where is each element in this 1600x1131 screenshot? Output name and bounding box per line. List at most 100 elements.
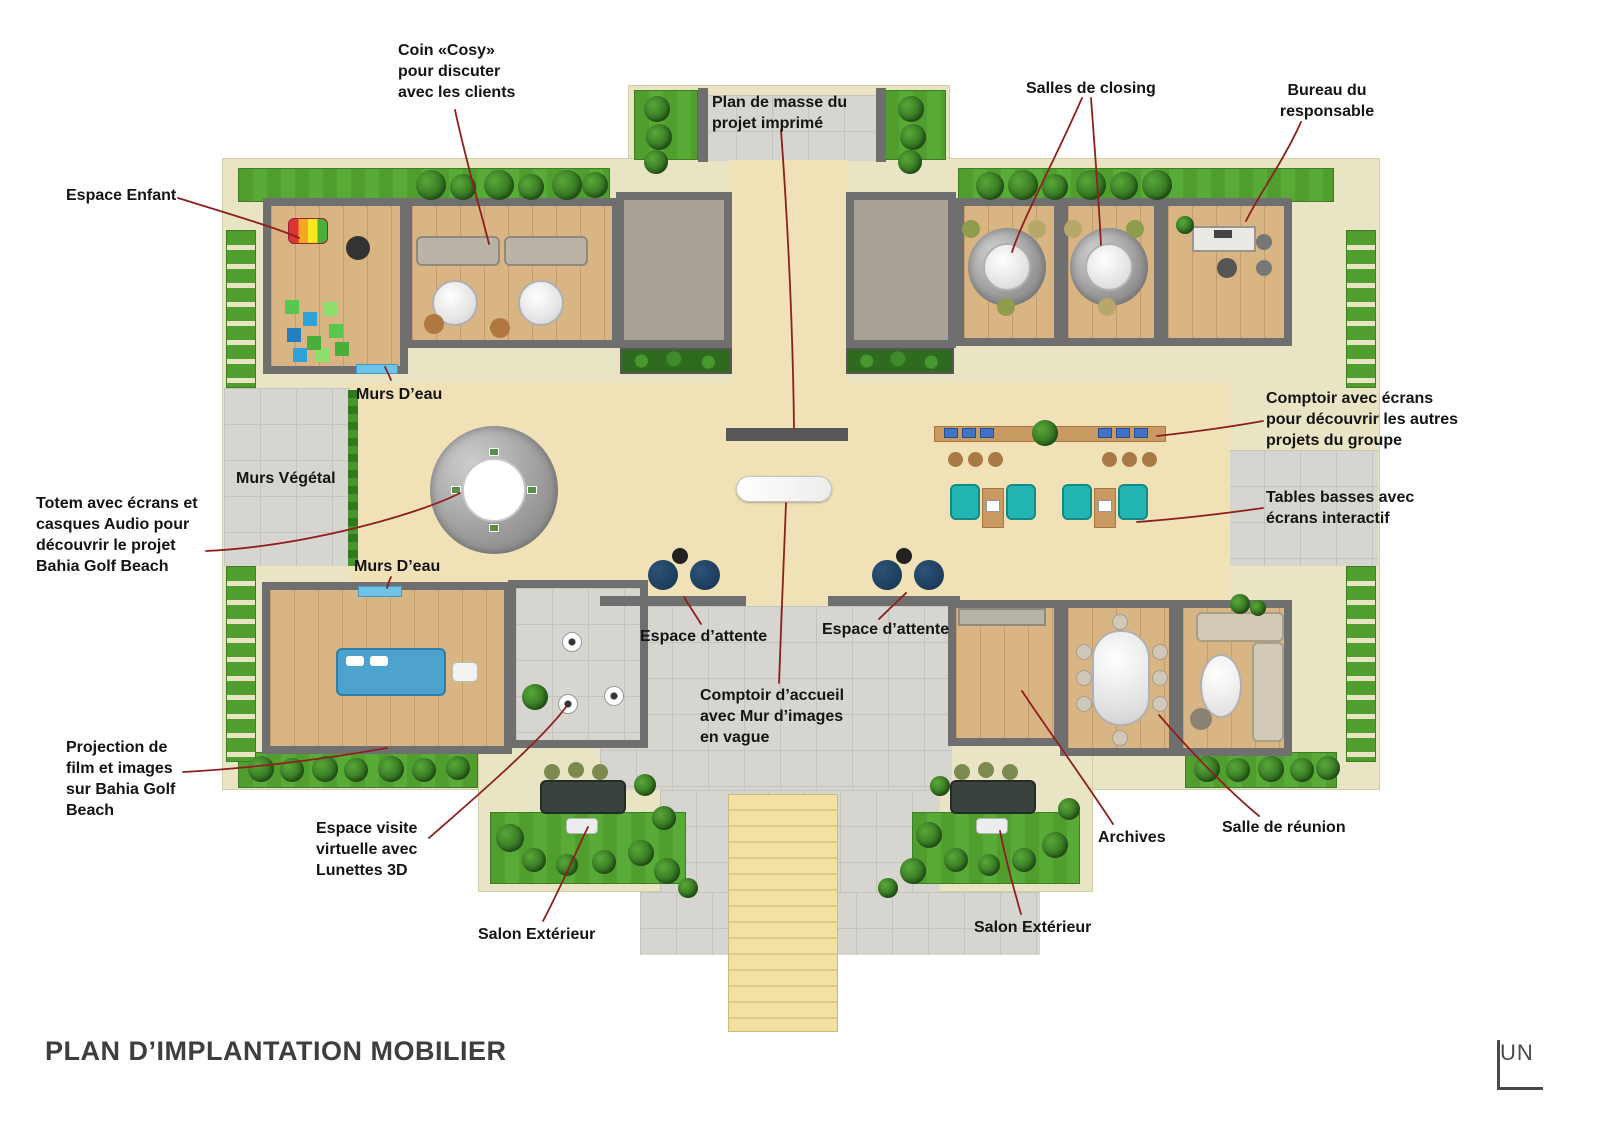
archive-cabinet	[958, 608, 1046, 626]
meeting-chair	[1112, 614, 1128, 630]
pouf	[424, 314, 444, 334]
outdoor-sofa	[540, 780, 626, 814]
stool	[1122, 452, 1137, 467]
sofa	[504, 236, 588, 266]
bush-icon	[652, 806, 676, 830]
label-murs-vegetal: Murs Végétal	[236, 470, 336, 487]
label-bureau-responsable: Bureau du responsable	[1279, 82, 1375, 121]
side-table	[672, 548, 688, 564]
interactive-screen-icon	[986, 500, 1000, 512]
tree-icon	[644, 150, 668, 174]
screen-icon	[1134, 428, 1148, 438]
label-attente-gauche: Espace d’attente	[640, 628, 768, 645]
plant-icon	[522, 684, 548, 710]
bush-icon	[1110, 172, 1138, 200]
bush-icon	[1076, 170, 1106, 200]
pouf	[490, 318, 510, 338]
meeting-chair	[1076, 696, 1092, 712]
bush-icon	[518, 174, 544, 200]
meeting-chair	[1112, 730, 1128, 746]
espace-visite-room	[508, 580, 648, 748]
cushion	[370, 656, 388, 666]
lounge-chair	[648, 560, 678, 590]
meeting-chair	[1152, 644, 1168, 660]
lounge-chair	[872, 560, 902, 590]
stool	[1102, 452, 1117, 467]
label-tables-basses: Tables basses avec écrans interactif	[1266, 489, 1415, 528]
bush-icon	[344, 758, 368, 782]
bush-icon	[634, 774, 656, 796]
bush-icon	[878, 878, 898, 898]
outdoor-sofa	[950, 780, 1036, 814]
round-table	[518, 280, 564, 326]
hedge-right-lower	[1346, 566, 1376, 762]
label-projection: Projection de film et images sur Bahia G…	[66, 739, 176, 820]
screen-icon	[1116, 428, 1130, 438]
teal-armchair	[1062, 484, 1092, 520]
closing-table	[1085, 243, 1133, 291]
totem-screen-icon	[527, 486, 537, 494]
pouf	[544, 764, 560, 780]
oval-table	[1200, 654, 1242, 718]
screen-icon	[944, 428, 958, 438]
sofa	[416, 236, 500, 266]
label-totem: Totem avec écrans et casques Audio pour …	[36, 495, 198, 576]
guest-chair	[1256, 260, 1272, 276]
label-espace-enfant: Espace Enfant	[66, 187, 177, 204]
totem-screen-icon	[451, 486, 461, 494]
label-plan-de-masse: Plan de masse du projet imprimé	[712, 94, 848, 133]
bush-icon	[280, 758, 304, 782]
bush-icon	[582, 172, 608, 198]
guest-chair	[1256, 234, 1272, 250]
planter-left	[620, 348, 732, 374]
beige-sofa	[1252, 642, 1284, 742]
bush-icon	[248, 756, 274, 782]
chair	[962, 220, 980, 238]
tree-icon	[644, 96, 670, 122]
entrance-wall-left	[698, 88, 708, 162]
label-salle-reunion: Salle de réunion	[1222, 819, 1346, 836]
waiting-wall-right	[828, 596, 960, 606]
plant-icon	[1176, 216, 1194, 234]
page-title: PLAN D’IMPLANTATION MOBILIER	[45, 1036, 507, 1066]
play-blocks	[283, 296, 359, 362]
side-table	[896, 548, 912, 564]
label-murs-eau-haut: Murs D’eau	[356, 386, 443, 403]
bush-icon	[522, 848, 546, 872]
meeting-chair	[1152, 670, 1168, 686]
bush-icon	[1316, 756, 1340, 780]
service-room-right	[846, 192, 956, 348]
label-salles-de-closing: Salles de closing	[1026, 80, 1156, 97]
service-room-left	[616, 192, 732, 348]
hedge-left-upper	[226, 230, 256, 388]
stool	[1142, 452, 1157, 467]
entrance-tile-floor	[700, 95, 884, 161]
totem-screen-icon	[489, 524, 499, 532]
stool	[948, 452, 963, 467]
bush-icon	[592, 850, 616, 874]
bush-icon	[416, 170, 446, 200]
totem-screen-icon	[489, 448, 499, 456]
closing-table	[983, 243, 1031, 291]
entrance-wall-right	[876, 88, 886, 162]
desk-chair	[1217, 258, 1237, 278]
screen-icon	[962, 428, 976, 438]
pouf	[978, 762, 994, 778]
bush-icon	[1290, 758, 1314, 782]
bush-icon	[1142, 170, 1172, 200]
bush-icon	[450, 174, 476, 200]
vr-station	[558, 694, 578, 714]
tree-icon	[898, 96, 924, 122]
label-espace-visite: Espace visite virtuelle avec Lunettes 3D	[316, 820, 418, 880]
bush-icon	[1042, 832, 1068, 858]
bush-icon	[312, 756, 338, 782]
planter-right	[846, 348, 954, 374]
bush-icon	[556, 854, 578, 876]
bush-icon	[1008, 170, 1038, 200]
plant-icon	[1230, 594, 1250, 614]
label-murs-eau-bas: Murs D’eau	[354, 558, 441, 575]
bush-icon	[628, 840, 654, 866]
waiting-wall-left	[600, 596, 746, 606]
vr-station	[604, 686, 624, 706]
bush-icon	[944, 848, 968, 872]
